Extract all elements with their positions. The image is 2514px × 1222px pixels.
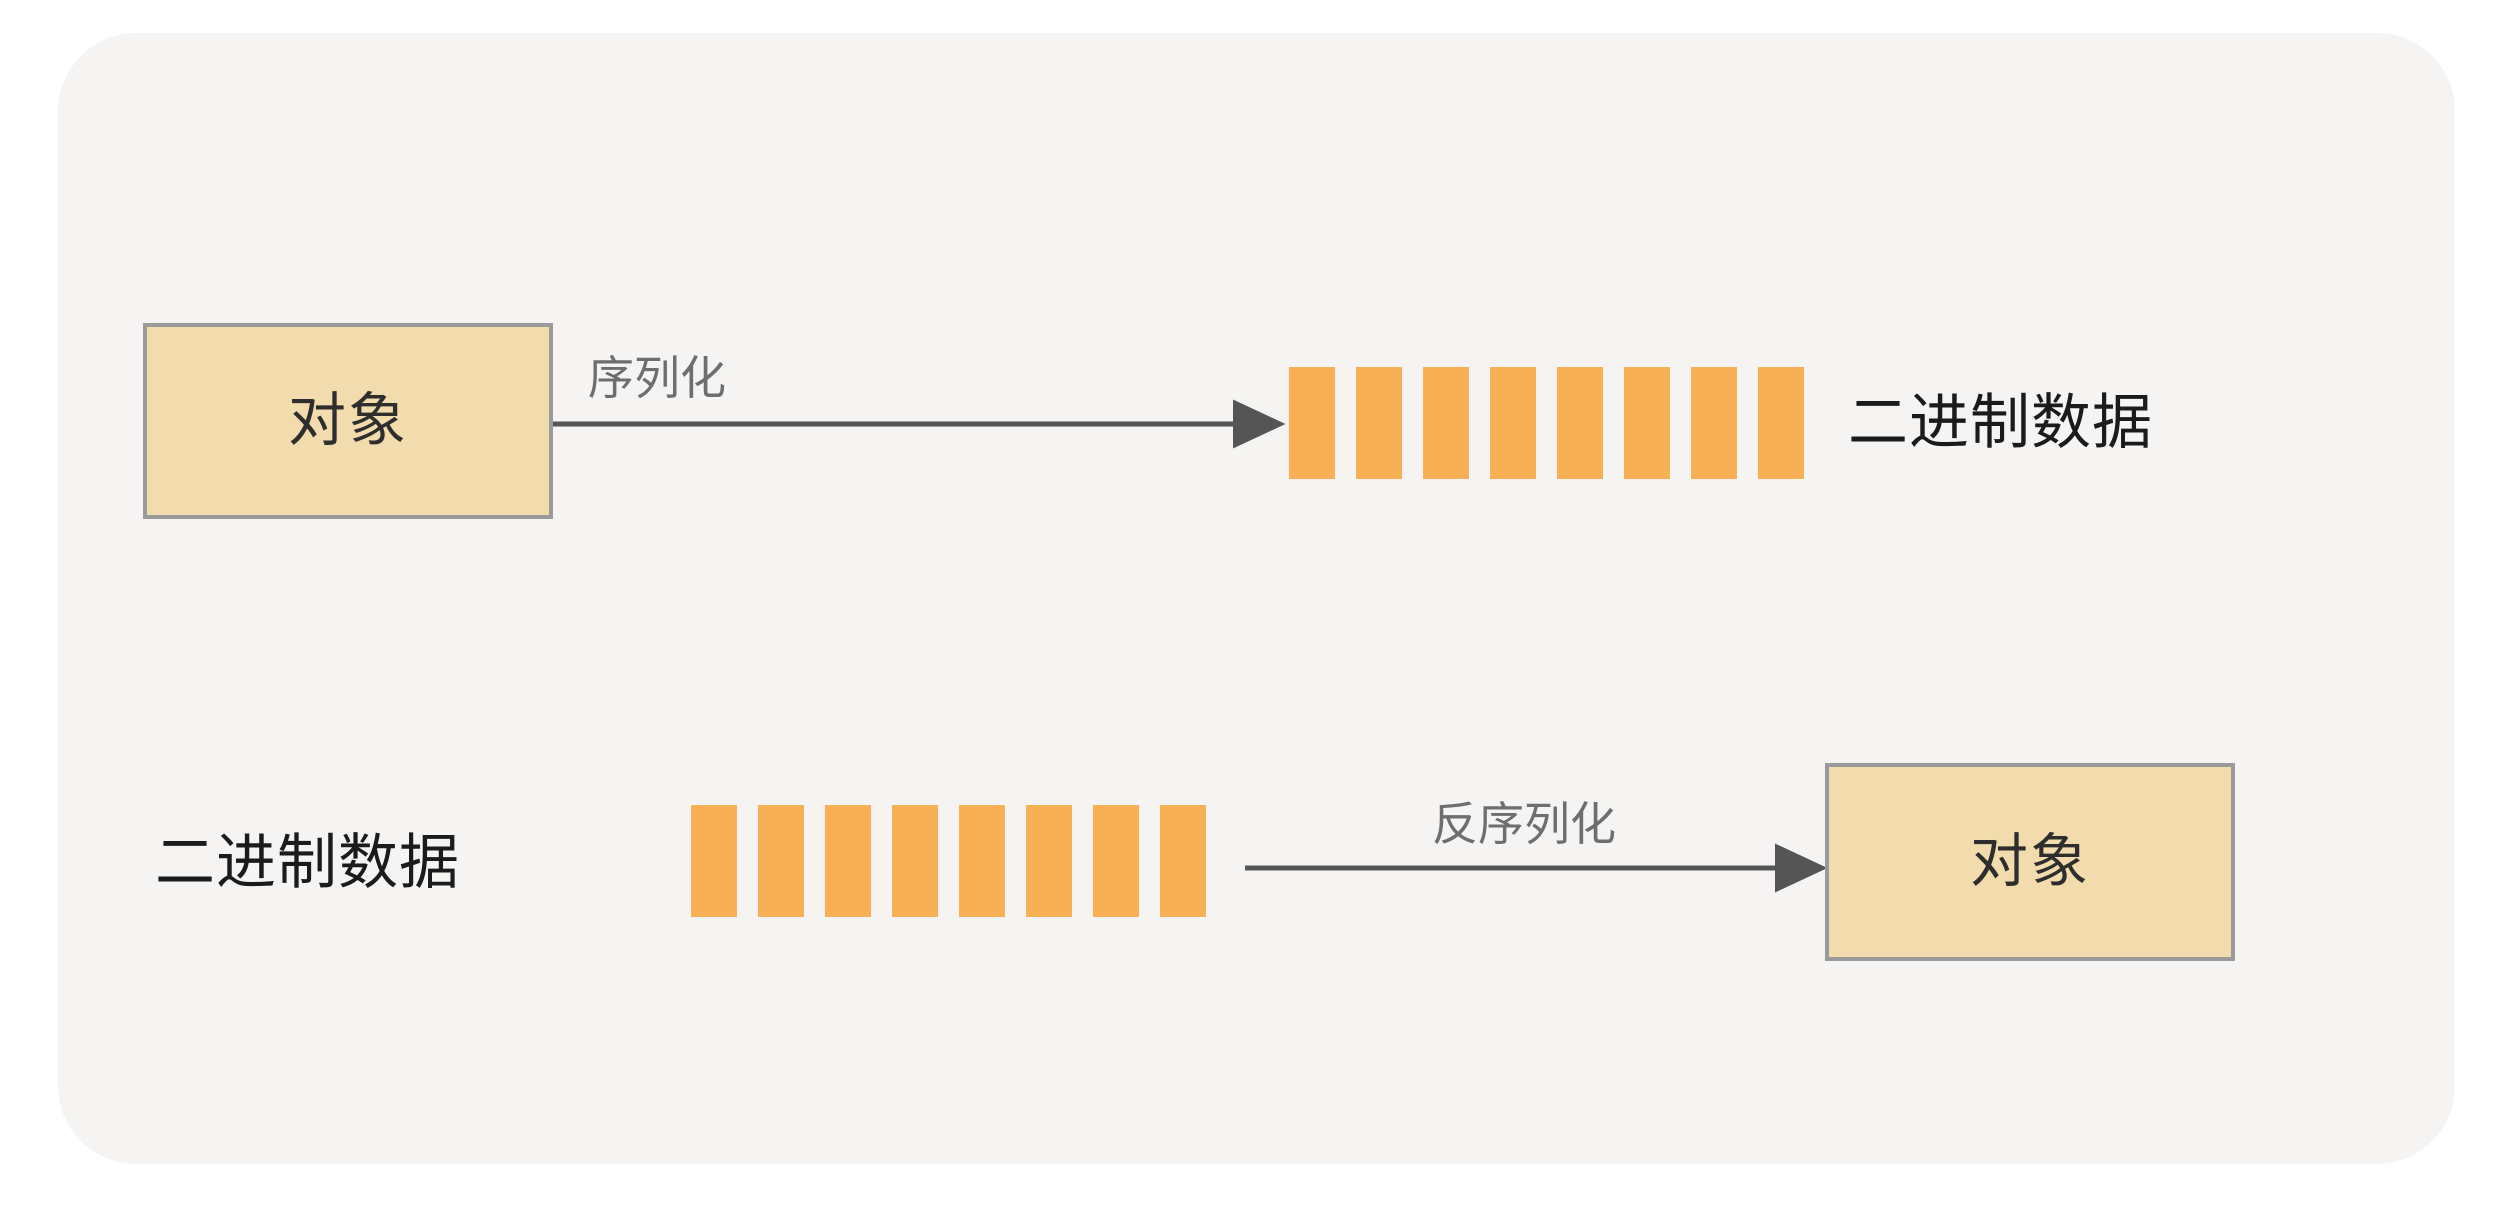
diagram-canvas: 对象 序列化 二进制数据 二进制数据 反序 — [58, 33, 2455, 1164]
binary-bar — [1624, 367, 1670, 479]
serialize-arrow — [553, 399, 1286, 449]
binary-bar-strip-bottom — [691, 805, 1206, 917]
binary-data-label-top: 二进制数据 — [1848, 389, 2153, 456]
object-box-source[interactable]: 对象 — [143, 323, 553, 519]
binary-bar — [959, 805, 1005, 917]
binary-bar — [1490, 367, 1536, 479]
object-box-target-label: 对象 — [1969, 829, 2090, 894]
binary-bar — [892, 805, 938, 917]
binary-bar — [1557, 367, 1603, 479]
binary-bar — [1356, 367, 1402, 479]
binary-bar-strip-top — [1289, 367, 1804, 479]
binary-data-label-bottom: 二进制数据 — [155, 829, 460, 896]
binary-bar — [1026, 805, 1072, 917]
binary-bar — [825, 805, 871, 917]
deserialize-arrow-caption: 反序列化 — [1432, 798, 1616, 850]
deserialize-arrow — [1245, 843, 1828, 893]
binary-bar — [1160, 805, 1206, 917]
binary-bar — [1289, 367, 1335, 479]
serialize-arrow-caption: 序列化 — [588, 352, 726, 404]
binary-bar — [1093, 805, 1139, 917]
object-box-target[interactable]: 对象 — [1825, 763, 2235, 961]
binary-bar — [691, 805, 737, 917]
binary-bar — [758, 805, 804, 917]
binary-bar — [1691, 367, 1737, 479]
binary-bar — [1758, 367, 1804, 479]
object-box-source-label: 对象 — [287, 388, 408, 453]
binary-bar — [1423, 367, 1469, 479]
